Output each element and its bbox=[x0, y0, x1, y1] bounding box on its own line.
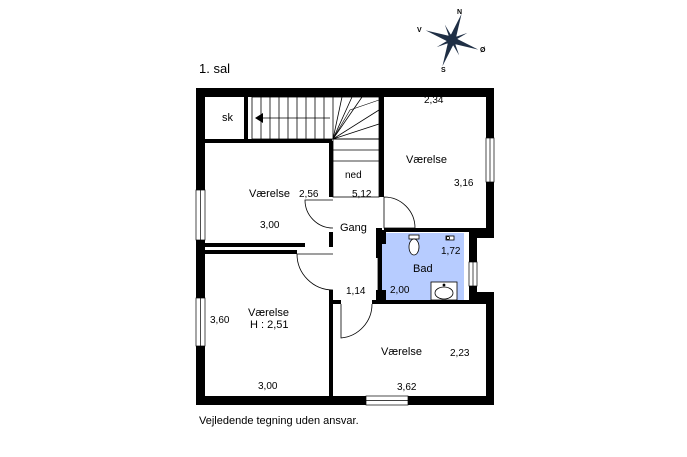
stairs-label: ned bbox=[345, 170, 362, 181]
stairs-dim: 5,12 bbox=[352, 189, 372, 200]
door-swings bbox=[296, 196, 416, 339]
hall-dim: 1,14 bbox=[346, 286, 366, 297]
windows bbox=[195, 137, 495, 406]
compass-south: S bbox=[441, 67, 446, 74]
room-ne-dim-a: 2,34 bbox=[424, 95, 444, 106]
floor-title: 1. sal bbox=[199, 61, 231, 76]
compass-north: N bbox=[457, 9, 463, 16]
room-nw-dim-b: 3,00 bbox=[260, 220, 280, 231]
room-se-dim-a: 2,23 bbox=[450, 348, 470, 359]
room-nw-dim-a: 2,56 bbox=[299, 189, 319, 200]
compass-west: V bbox=[417, 27, 422, 34]
room-sw-height: H : 2,51 bbox=[250, 319, 289, 331]
room-ne-label: Værelse bbox=[406, 154, 447, 166]
stair-arrow bbox=[255, 113, 330, 123]
hall-label: Gang bbox=[340, 222, 367, 234]
bath-dim-a: 1,72 bbox=[441, 246, 461, 257]
room-nw-label: Værelse bbox=[249, 188, 290, 200]
storage-label: sk bbox=[222, 112, 233, 124]
bath-label: Bad bbox=[413, 263, 433, 275]
disclaimer: Vejledende tegning uden ansvar. bbox=[199, 415, 359, 427]
interior-walls bbox=[205, 97, 486, 400]
compass-rose bbox=[425, 13, 479, 67]
room-se-dim-b: 3,62 bbox=[397, 382, 417, 393]
room-sw-dim-b: 3,00 bbox=[258, 381, 278, 392]
room-sw-label: Værelse bbox=[248, 307, 289, 319]
compass-east: Ø bbox=[480, 47, 486, 54]
room-ne-dim-b: 3,16 bbox=[454, 178, 474, 189]
room-se-label: Værelse bbox=[381, 346, 422, 358]
bath-dim-b: 2,00 bbox=[390, 285, 410, 296]
room-sw-dim-a: 3,60 bbox=[210, 315, 230, 326]
staircase bbox=[251, 96, 380, 198]
bath-fixtures bbox=[408, 234, 458, 301]
